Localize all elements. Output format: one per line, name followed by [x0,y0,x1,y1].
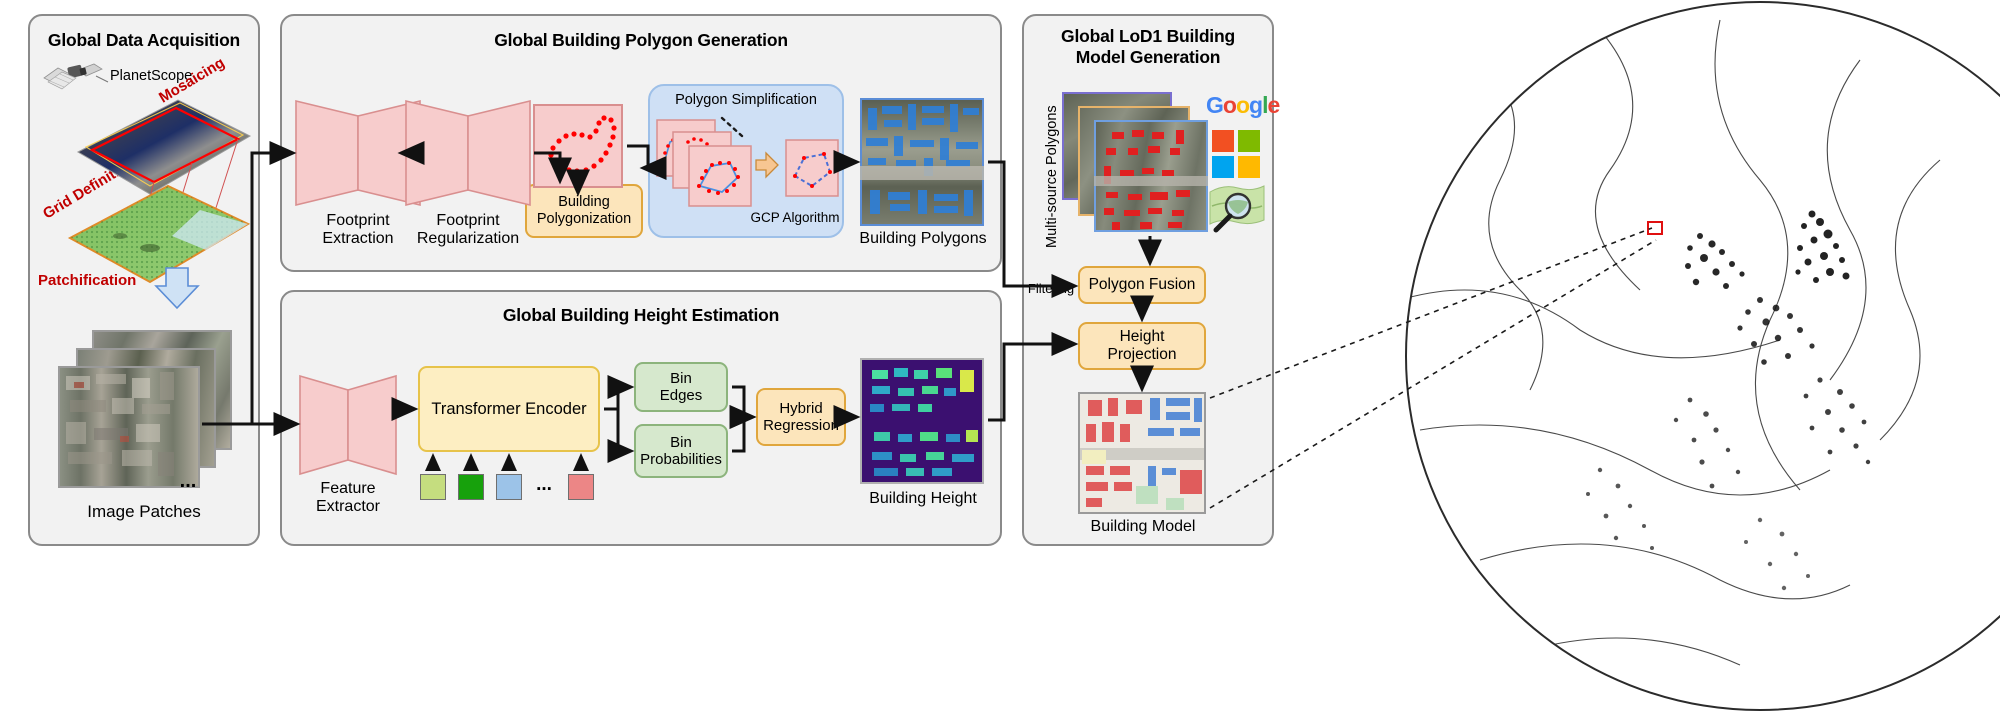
image-patches-caption: Image Patches [87,502,201,521]
footprint-extraction-label: Footprint Extraction [322,212,394,248]
polygonized-footprint-tile [533,104,623,188]
bin-edges-box[interactable]: Bin Edges [634,362,728,412]
google-letter-G: G [1206,92,1224,118]
panel-title-data-acquisition: Global Data Acquisition [47,30,241,50]
google-logo: Google [1206,92,1280,119]
polygon-simplification-title: Polygon Simplification [675,92,817,108]
gcp-algorithm-label: GCP Algorithm [750,210,840,225]
token-ellipsis: ... [536,474,552,495]
panel-title-height-estimation: Global Building Height Estimation [502,305,780,325]
transformer-encoder-box[interactable]: Transformer Encoder [418,366,600,452]
panel-title-polygon-generation: Global Building Polygon Generation [494,30,788,50]
patch-stack-ellipsis: ... [179,470,197,492]
bin-probabilities-box[interactable]: Bin Probabilities [634,424,728,478]
token-swatch-3 [496,474,522,500]
filtering-edge-label: Filtering [1027,281,1075,296]
google-letter-l: l [1262,92,1268,118]
google-letter-o1: o [1222,92,1237,118]
token-swatch-1 [420,474,446,500]
token-swatch-2 [458,474,484,500]
hybrid-regression-box[interactable]: Hybrid Regression [756,388,846,446]
google-letter-e: e [1267,92,1280,118]
building-model-caption: Building Model [1090,518,1196,535]
building-polygons-caption: Building Polygons [859,230,987,247]
patchification-label: Patchification [38,272,137,289]
feature-extractor-label: Feature Extractor [315,480,380,516]
google-letter-o2: o [1235,92,1250,118]
google-letter-g: g [1249,92,1263,118]
height-projection-box[interactable]: Height Projection [1078,322,1206,370]
building-height-caption: Building Height [869,490,977,507]
polygon-fusion-box[interactable]: Polygon Fusion [1078,266,1206,304]
footprint-regularization-label: Footprint Regularization [416,212,520,248]
building-height-image [860,358,984,484]
panel-title-lod1-generation: Global LoD1 Building Model Generation [1061,26,1235,67]
multi-source-tile-front [1094,120,1208,232]
planetscope-label: PlanetScope [110,68,193,84]
token-swatch-4 [568,474,594,500]
building-polygonization-box[interactable]: Building Polygonization [525,184,643,238]
building-model-image [1078,392,1206,514]
multi-source-polygons-label: Multi-source Polygons [1044,105,1060,248]
building-polygons-image [860,98,984,226]
